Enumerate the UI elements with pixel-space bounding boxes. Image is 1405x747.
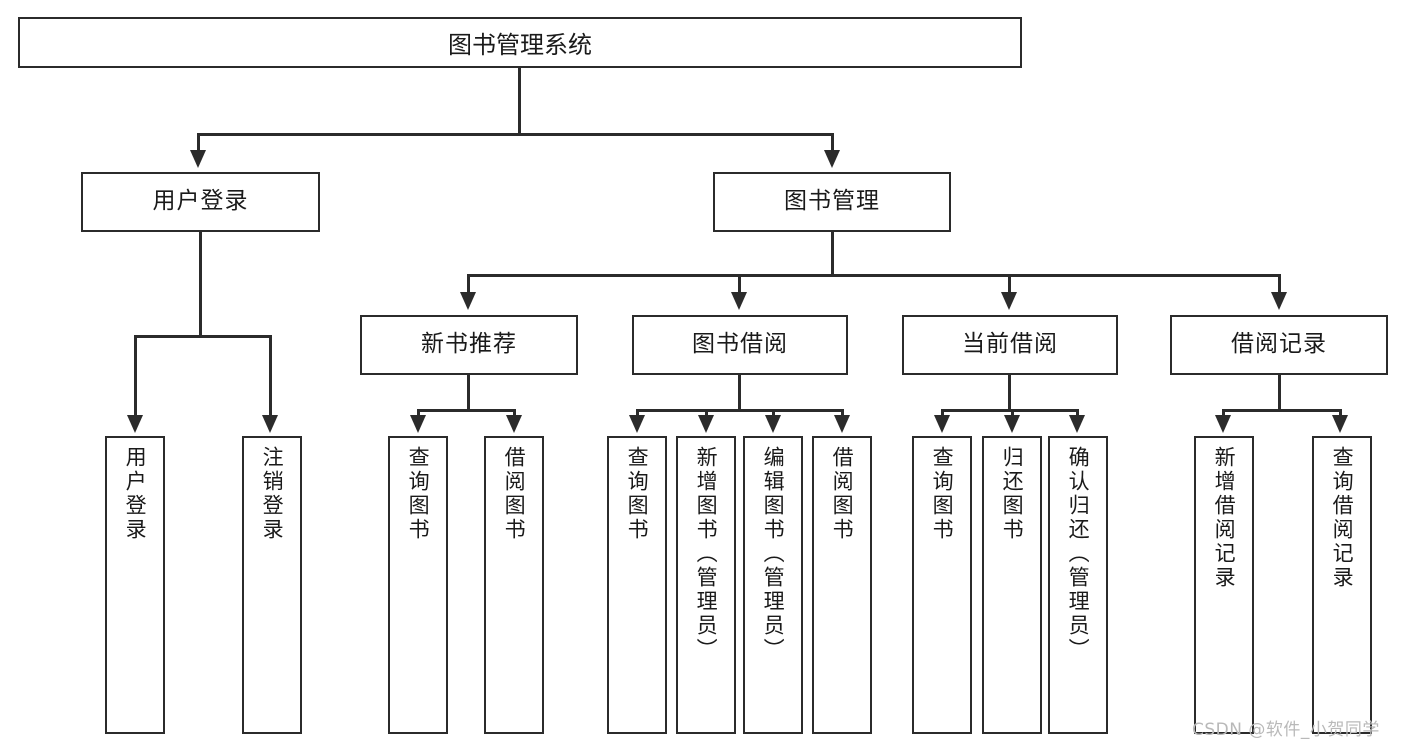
leaf-borrow-book-2[interactable]: 借阅图书 [812, 436, 872, 734]
node-label: 图书管理系统 [448, 31, 592, 59]
edge-book-borrow-stem [738, 375, 741, 411]
leaf-logout-login[interactable]: 注销登录 [242, 436, 302, 734]
edge-to-book-management [831, 133, 834, 158]
csdn-watermark: CSDN @软件_小贺同学 [1192, 720, 1380, 740]
edge-to-user-login [197, 133, 200, 158]
edge-to-borrow-record [1278, 274, 1281, 299]
leaf-label: 借阅图书 [830, 446, 855, 542]
node-root-system[interactable]: 图书管理系统 [18, 17, 1022, 68]
edge-book-borrow-bus [636, 409, 844, 412]
node-label: 借阅记录 [1231, 331, 1327, 358]
leaf-label: 用户登录 [123, 446, 148, 542]
arrow-to-new-book-recommend [460, 292, 476, 310]
leaf-label: 借阅图书 [502, 446, 527, 542]
node-current-borrow[interactable]: 当前借阅 [902, 315, 1118, 375]
arrow-cb-leaf-1 [934, 415, 950, 433]
node-label: 当前借阅 [962, 331, 1058, 358]
leaf-label: 注销登录 [260, 446, 285, 542]
leaf-label: 新增借阅记录 [1212, 446, 1237, 590]
leaf-edit-book-admin[interactable]: 编辑图书（管理员） [743, 436, 803, 734]
node-label: 用户登录 [152, 188, 249, 215]
leaf-label: 查询图书 [930, 446, 955, 542]
leaf-label: 确认归还（管理员） [1066, 446, 1091, 662]
arrow-to-user-login [190, 150, 206, 168]
edge-to-book-borrow [738, 274, 741, 299]
arrow-br-leaf-1 [1215, 415, 1231, 433]
leaf-query-book-1[interactable]: 查询图书 [388, 436, 448, 734]
arrow-bb-leaf-1 [629, 415, 645, 433]
edge-level3-bus [467, 274, 1281, 277]
node-label: 新书推荐 [421, 331, 517, 358]
edge-book-management-stem [831, 232, 834, 277]
arrow-to-current-borrow [1001, 292, 1017, 310]
leaf-add-borrow-record[interactable]: 新增借阅记录 [1194, 436, 1254, 734]
leaf-label: 查询图书 [406, 446, 431, 542]
leaf-label: 查询图书 [625, 446, 650, 542]
node-label: 图书借阅 [692, 331, 788, 358]
leaf-confirm-return-admin[interactable]: 确认归还（管理员） [1048, 436, 1108, 734]
edge-to-current-borrow [1008, 274, 1011, 299]
edge-user-login-leg-1 [134, 335, 137, 422]
leaf-label: 归还图书 [1000, 446, 1025, 542]
leaf-add-book-admin[interactable]: 新增图书（管理员） [676, 436, 736, 734]
arrow-cb-leaf-2 [1004, 415, 1020, 433]
edge-borrow-record-stem [1278, 375, 1281, 411]
node-label: 图书管理 [784, 188, 880, 215]
arrow-to-book-management [824, 150, 840, 168]
node-borrow-record[interactable]: 借阅记录 [1170, 315, 1388, 375]
node-new-book-recommend[interactable]: 新书推荐 [360, 315, 578, 375]
arrow-user-login-leaf-2 [262, 415, 278, 433]
edge-root-stem [518, 68, 521, 135]
node-book-management[interactable]: 图书管理 [713, 172, 951, 232]
edge-current-borrow-bus [941, 409, 1078, 412]
arrow-bb-leaf-3 [765, 415, 781, 433]
arrow-user-login-leaf-1 [127, 415, 143, 433]
leaf-borrow-book-1[interactable]: 借阅图书 [484, 436, 544, 734]
edge-current-borrow-stem [1008, 375, 1011, 411]
edge-to-new-book-recommend [467, 274, 470, 299]
leaf-label: 新增图书（管理员） [694, 446, 719, 662]
arrow-bb-leaf-4 [834, 415, 850, 433]
edge-borrow-record-bus [1222, 409, 1342, 412]
arrow-bb-leaf-2 [698, 415, 714, 433]
node-user-login[interactable]: 用户登录 [81, 172, 320, 232]
leaf-query-book-2[interactable]: 查询图书 [607, 436, 667, 734]
edge-level2-bus [197, 133, 834, 136]
arrow-to-borrow-record [1271, 292, 1287, 310]
edge-user-login-bus [134, 335, 271, 338]
edge-new-book-recommend-stem [467, 375, 470, 411]
arrow-cb-leaf-3 [1069, 415, 1085, 433]
edge-user-login-leg-2 [269, 335, 272, 422]
arrow-nbr-leaf-2 [506, 415, 522, 433]
edge-new-book-recommend-bus [417, 409, 516, 412]
leaf-return-book[interactable]: 归还图书 [982, 436, 1042, 734]
leaf-label: 查询借阅记录 [1330, 446, 1355, 590]
node-book-borrow[interactable]: 图书借阅 [632, 315, 848, 375]
leaf-label: 编辑图书（管理员） [761, 446, 786, 662]
arrow-br-leaf-2 [1332, 415, 1348, 433]
arrow-to-book-borrow [731, 292, 747, 310]
arrow-nbr-leaf-1 [410, 415, 426, 433]
leaf-query-book-3[interactable]: 查询图书 [912, 436, 972, 734]
edge-user-login-stem [199, 232, 202, 337]
leaf-user-login[interactable]: 用户登录 [105, 436, 165, 734]
leaf-query-borrow-record[interactable]: 查询借阅记录 [1312, 436, 1372, 734]
